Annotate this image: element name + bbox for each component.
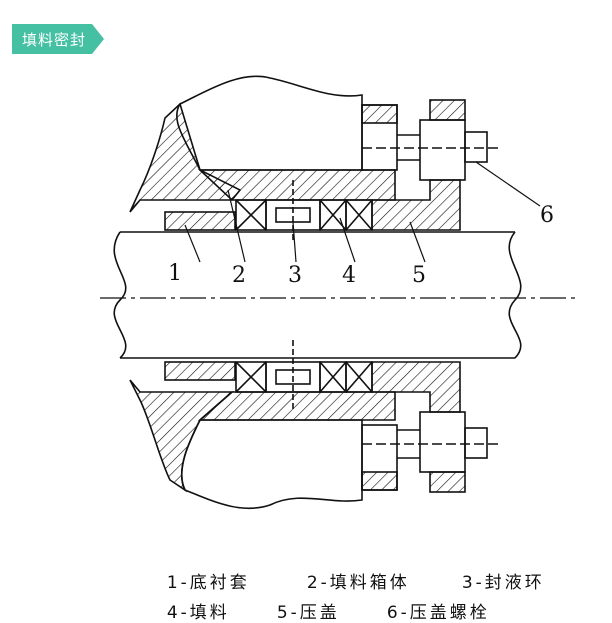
callout-1: 1: [168, 261, 182, 286]
callout-4: 4: [342, 263, 356, 288]
leader-lines: [184, 161, 541, 263]
callouts: 1 2 3 4 5 6: [168, 203, 554, 288]
tag-shape: [12, 24, 104, 54]
legend-row-1: 1-底衬套 2-填料箱体 3-封液环: [150, 548, 545, 593]
legend-item: 1-底衬套: [166, 573, 250, 593]
legend-item: 2-填料箱体: [306, 573, 410, 593]
legend-item: 3-封液环: [461, 573, 545, 593]
shaft: [113, 231, 522, 359]
pump-casing-bottom: [129, 379, 363, 510]
callout-2: 2: [232, 263, 246, 288]
callout-5: 5: [412, 263, 426, 288]
lantern-ring-bottom: [265, 340, 321, 410]
section-tag: 填料密封: [12, 24, 104, 54]
tag-label: 填料密封: [22, 31, 87, 49]
bottom-bush-bottom: [164, 361, 236, 381]
gland-bolt-top: [361, 99, 500, 181]
callout-3: 3: [288, 263, 302, 288]
gland-bolt-bottom: [361, 411, 500, 493]
stuffing-box-bottom: [197, 391, 396, 421]
callout-6: 6: [540, 203, 554, 228]
bottom-bush-top: [164, 211, 236, 231]
